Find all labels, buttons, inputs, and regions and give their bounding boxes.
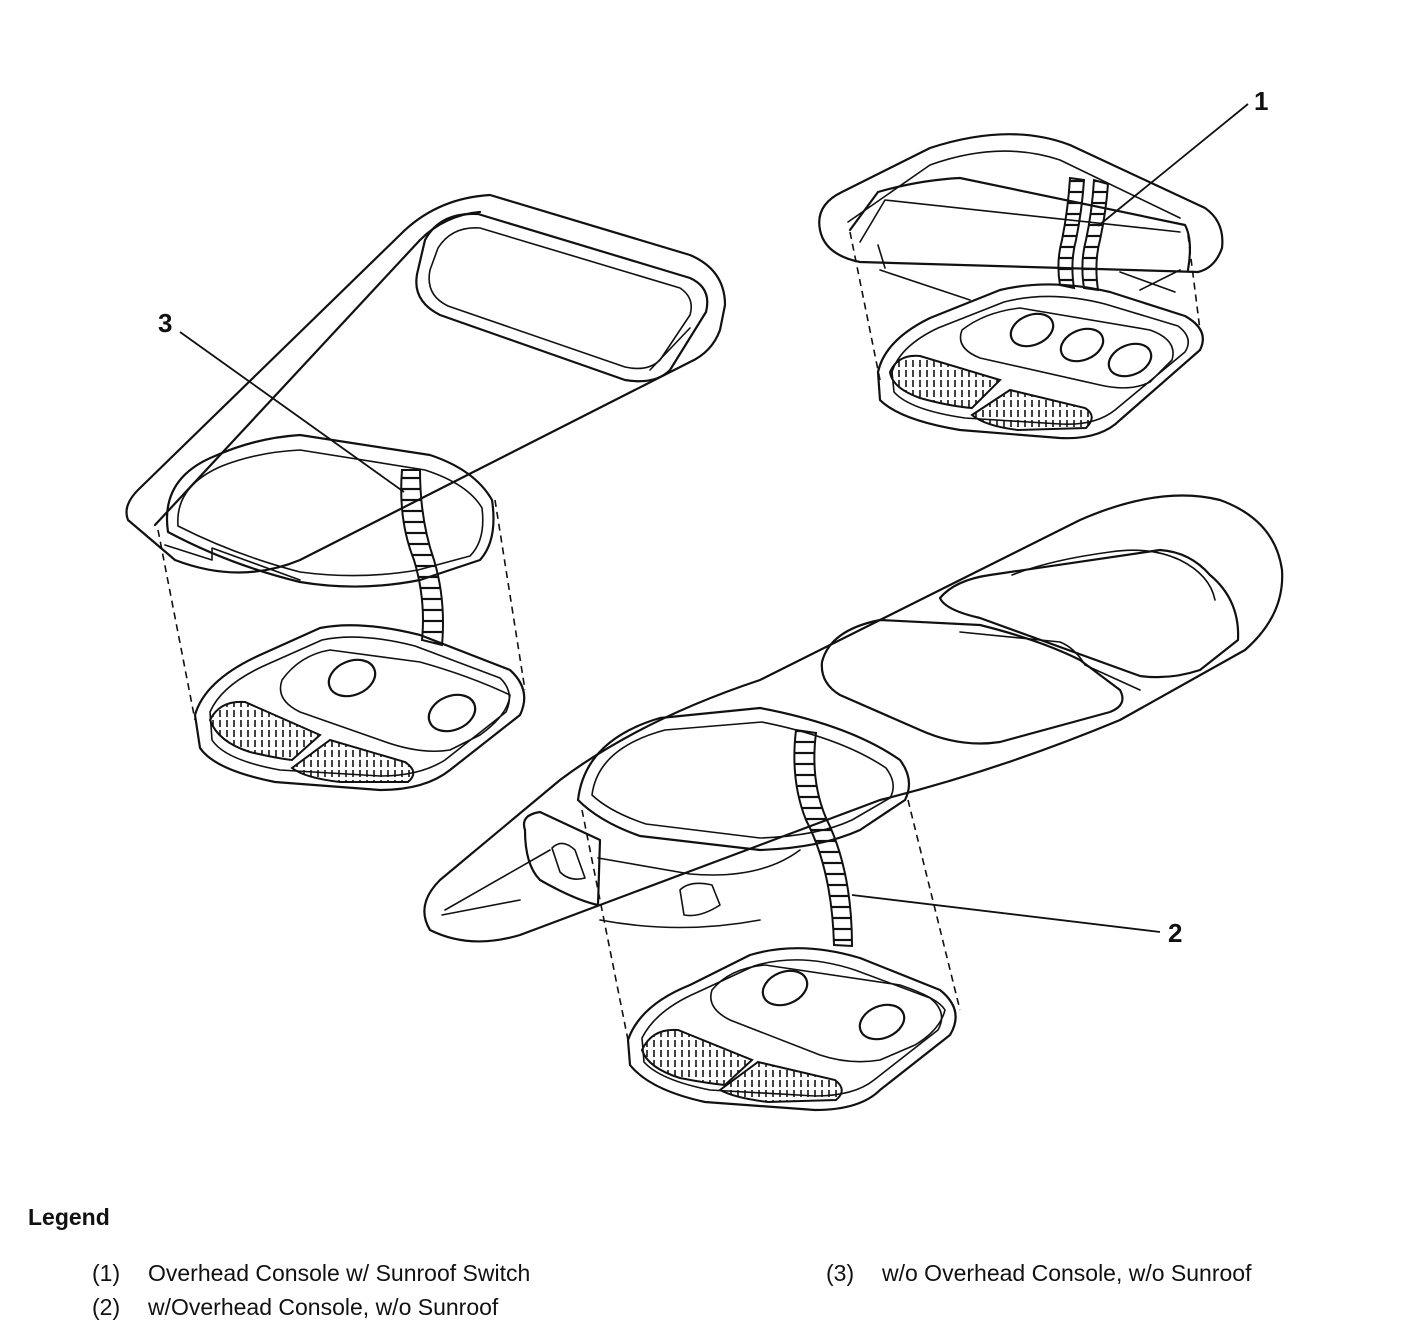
- legend-title: Legend: [28, 1204, 110, 1230]
- svg-text:2: 2: [1168, 918, 1182, 948]
- legend-item-3: (3) w/o Overhead Console, w/o Sunroof: [826, 1260, 1251, 1287]
- legend-item-text: w/Overhead Console, w/o Sunroof: [148, 1294, 499, 1320]
- legend-item-number: (1): [92, 1260, 121, 1286]
- callout-1: 1: [1097, 86, 1268, 227]
- legend-item-1: (1) Overhead Console w/ Sunroof Switch: [92, 1260, 530, 1287]
- console-diagram: 1 2 3: [125, 86, 1284, 1112]
- legend-item-text: Overhead Console w/ Sunroof Switch: [148, 1260, 531, 1286]
- console-overhead-without-sunroof: [423, 494, 1284, 1112]
- svg-text:1: 1: [1254, 86, 1268, 116]
- svg-text:3: 3: [158, 308, 172, 338]
- callout-3: 3: [158, 308, 405, 493]
- callout-2: 2: [851, 894, 1182, 948]
- legend: Legend (1) Overhead Console w/ Sunroof Sw…: [28, 1204, 1388, 1334]
- legend-item-text: w/o Overhead Console, w/o Sunroof: [882, 1260, 1252, 1286]
- console-without-overhead-console: [125, 193, 727, 792]
- console-overhead-with-sunroof-switch: [818, 133, 1224, 440]
- legend-item-2: (2) w/Overhead Console, w/o Sunroof: [92, 1294, 498, 1321]
- legend-item-number: (3): [826, 1260, 855, 1286]
- legend-item-number: (2): [92, 1294, 121, 1320]
